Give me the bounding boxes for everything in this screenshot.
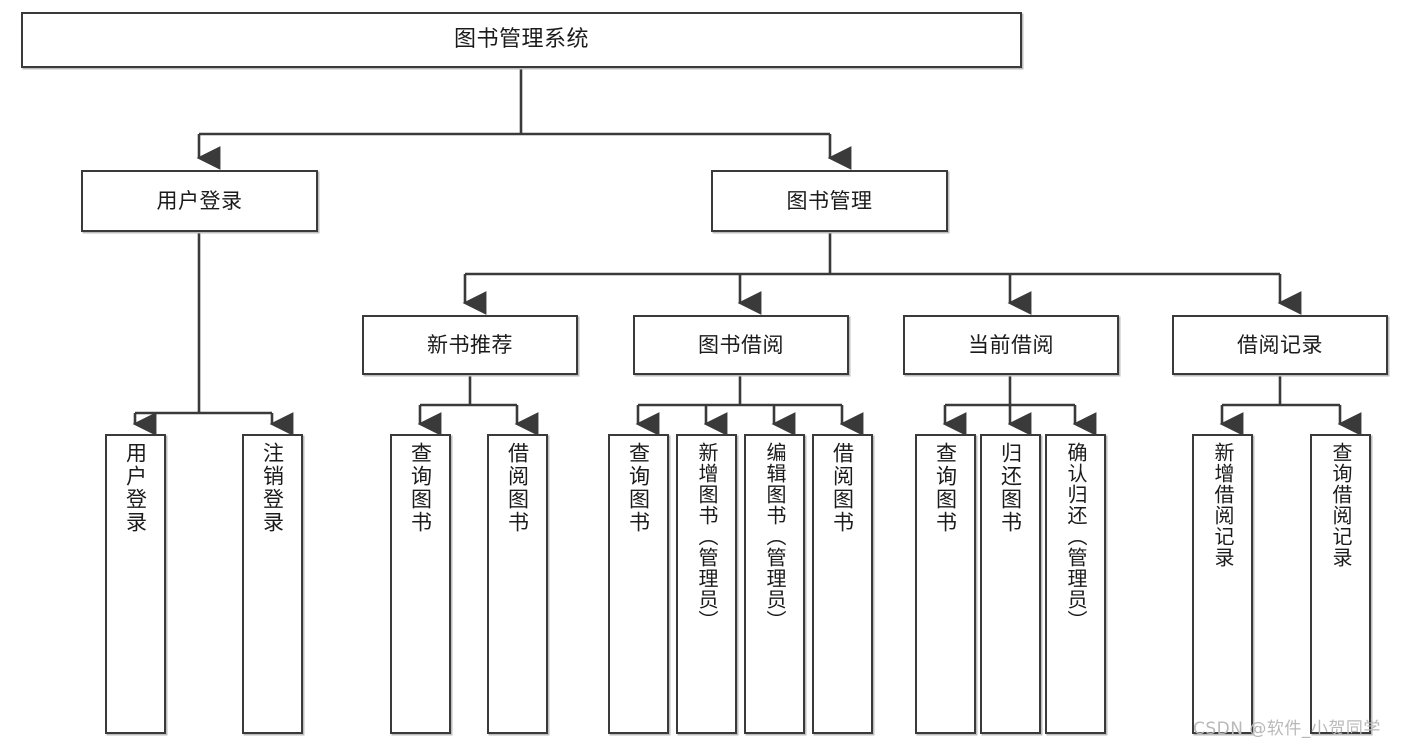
leaf-query-record-label: 查询借阅记录 [1329, 442, 1353, 568]
leaf-logout-login-label: 注销登录 [260, 442, 285, 534]
leaf-query-book-1-label: 查询图书 [408, 442, 433, 534]
leaf-edit-book[interactable]: 编辑图书（管理员） [744, 434, 805, 734]
leaf-confirm-return-label: 确认归还（管理员） [1064, 442, 1088, 631]
node-book-manage-label: 图书管理 [786, 188, 873, 213]
node-user-login[interactable]: 用户登录 [81, 170, 318, 232]
node-book-borrow[interactable]: 图书借阅 [633, 315, 849, 375]
leaf-borrow-book-2[interactable]: 借阅图书 [812, 434, 873, 734]
leaf-add-record-label: 新增借阅记录 [1211, 442, 1235, 568]
leaf-user-login[interactable]: 用户登录 [105, 434, 166, 734]
leaf-query-record[interactable]: 查询借阅记录 [1310, 434, 1371, 734]
leaf-query-book-1[interactable]: 查询图书 [390, 434, 451, 734]
node-book-manage[interactable]: 图书管理 [711, 170, 948, 232]
node-book-borrow-label: 图书借阅 [698, 332, 784, 357]
leaf-query-book-2-label: 查询图书 [626, 442, 651, 534]
leaf-borrow-book-1[interactable]: 借阅图书 [487, 434, 548, 734]
leaf-return-book-label: 归还图书 [998, 442, 1023, 534]
leaf-logout-login[interactable]: 注销登录 [242, 434, 303, 734]
node-borrow-record[interactable]: 借阅记录 [1172, 315, 1388, 375]
node-borrow-record-label: 借阅记录 [1237, 332, 1323, 357]
leaf-return-book[interactable]: 归还图书 [980, 434, 1041, 734]
leaf-user-login-label: 用户登录 [123, 442, 148, 534]
leaf-add-book-label: 新增图书（管理员） [695, 442, 719, 631]
leaf-query-book-3[interactable]: 查询图书 [915, 434, 976, 734]
leaf-borrow-book-1-label: 借阅图书 [505, 442, 530, 534]
leaf-query-book-3-label: 查询图书 [933, 442, 958, 534]
node-current-borrow-label: 当前借阅 [968, 332, 1054, 357]
node-new-book-recommend-label: 新书推荐 [427, 332, 513, 357]
leaf-confirm-return[interactable]: 确认归还（管理员） [1045, 434, 1106, 734]
node-new-book-recommend[interactable]: 新书推荐 [362, 315, 578, 375]
leaf-edit-book-label: 编辑图书（管理员） [763, 442, 787, 631]
leaf-add-book[interactable]: 新增图书（管理员） [676, 434, 737, 734]
leaf-query-book-2[interactable]: 查询图书 [608, 434, 669, 734]
node-root[interactable]: 图书管理系统 [21, 12, 1022, 68]
leaf-borrow-book-2-label: 借阅图书 [830, 442, 855, 534]
watermark: CSDN @软件_小贺同学 [1193, 719, 1381, 739]
node-root-label: 图书管理系统 [453, 27, 589, 53]
node-current-borrow[interactable]: 当前借阅 [903, 315, 1119, 375]
node-user-login-label: 用户登录 [156, 188, 243, 213]
leaf-add-record[interactable]: 新增借阅记录 [1192, 434, 1253, 734]
